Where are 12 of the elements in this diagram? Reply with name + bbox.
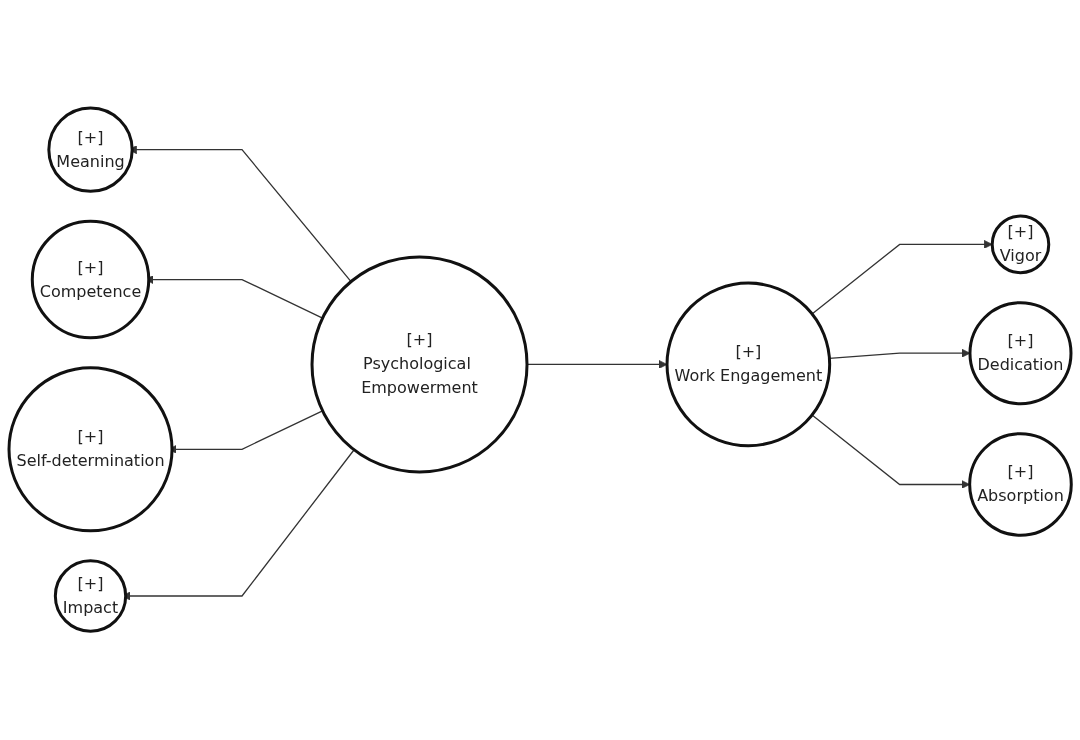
node-circle: [+] Meaning xyxy=(47,106,134,194)
node-circle: [+] Dedication xyxy=(968,301,1073,406)
arrow xyxy=(526,360,668,370)
node-circle: [+] Self-determination xyxy=(7,366,174,533)
node-circle: [+] Work Engagement xyxy=(665,282,832,448)
arrow xyxy=(811,240,993,315)
node-circle: [+] Competence xyxy=(30,220,151,340)
arrow xyxy=(811,414,970,490)
node-circle: [+] Psychological Empowerment xyxy=(310,255,529,474)
node-circle: [+] Impact xyxy=(53,559,128,634)
node-circle: [+] Vigor xyxy=(990,215,1051,275)
node-circle: [+] Absorption xyxy=(968,432,1073,538)
